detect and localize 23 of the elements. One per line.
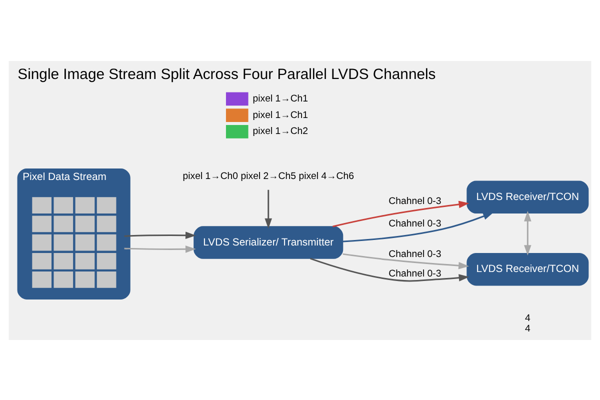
edge-label: Chahnel 0-3 bbox=[388, 196, 442, 207]
edge-label: Chahnel 0-3 bbox=[388, 248, 442, 260]
label: 4 bbox=[524, 322, 530, 334]
diagram-title: Single Image Stream Split Across Four Parallel LVDS Channels bbox=[18, 66, 436, 82]
arrow bbox=[342, 212, 494, 242]
node-box: LVDS Receiver/TCON bbox=[466, 252, 589, 286]
arrow bbox=[124, 231, 196, 239]
arrow bbox=[524, 210, 532, 255]
arrow bbox=[332, 200, 470, 227]
node-box: LVDS Serializer/ Transmitter bbox=[194, 226, 344, 258]
label: 4 bbox=[524, 312, 530, 324]
edge-label: Chahnel 0-3 bbox=[388, 218, 442, 229]
node-box: LVDS Receiver/TCON bbox=[466, 180, 589, 214]
legend-label: pixel 1→Ch1 bbox=[252, 109, 308, 120]
node-text: pixel 1→Ch0 pixel 2→Ch5 pixel 4→Ch6 bbox=[182, 170, 354, 182]
edge-label: Chahnel 0-3 bbox=[388, 268, 442, 279]
arrow bbox=[310, 257, 470, 282]
arrow bbox=[342, 252, 469, 269]
arrow bbox=[124, 245, 196, 252]
legend-label: pixel 1→Ch1 bbox=[252, 92, 308, 104]
arrow bbox=[264, 189, 272, 228]
cluster: Pixel Data Stream bbox=[17, 168, 130, 299]
legend-label: pixel 1→Ch2 bbox=[252, 126, 308, 137]
